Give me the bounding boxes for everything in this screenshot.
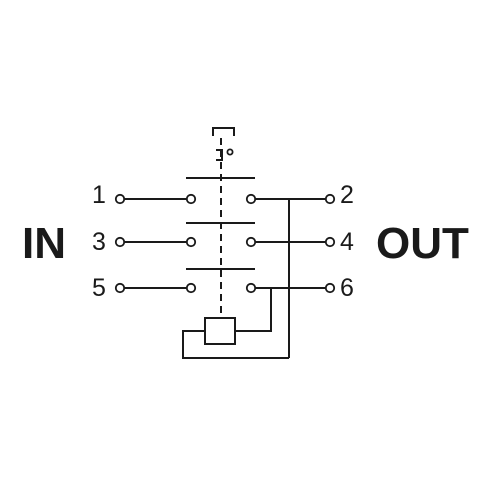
relay-coil-icon [182,288,289,359]
out-label: OUT [376,219,469,268]
contact-2-fixed-out [245,236,257,248]
terminal-4 [324,236,336,248]
terminal-2 [324,193,336,205]
terminal-1-label: 1 [92,181,106,209]
in-label: IN [22,219,66,268]
terminal-5-label: 5 [92,274,106,302]
terminal-4-label: 4 [340,228,354,256]
terminal-2-label: 2 [340,181,354,209]
terminal-1 [114,193,126,205]
contact-1-fixed-out [245,193,257,205]
terminal-3 [114,236,126,248]
pole-2 [114,222,336,248]
contact-3-fixed-in [185,282,197,294]
terminal-6 [324,282,336,294]
pole-3 [114,268,336,294]
contact-1-fixed-in [185,193,197,205]
pole-1 [114,177,336,205]
terminal-5 [114,282,126,294]
terminal-6-label: 6 [340,274,354,302]
terminal-3-label: 3 [92,228,106,256]
contact-3-fixed-out [245,282,257,294]
contact-2-fixed-in [185,236,197,248]
pushbutton-actuator-icon [212,127,235,161]
